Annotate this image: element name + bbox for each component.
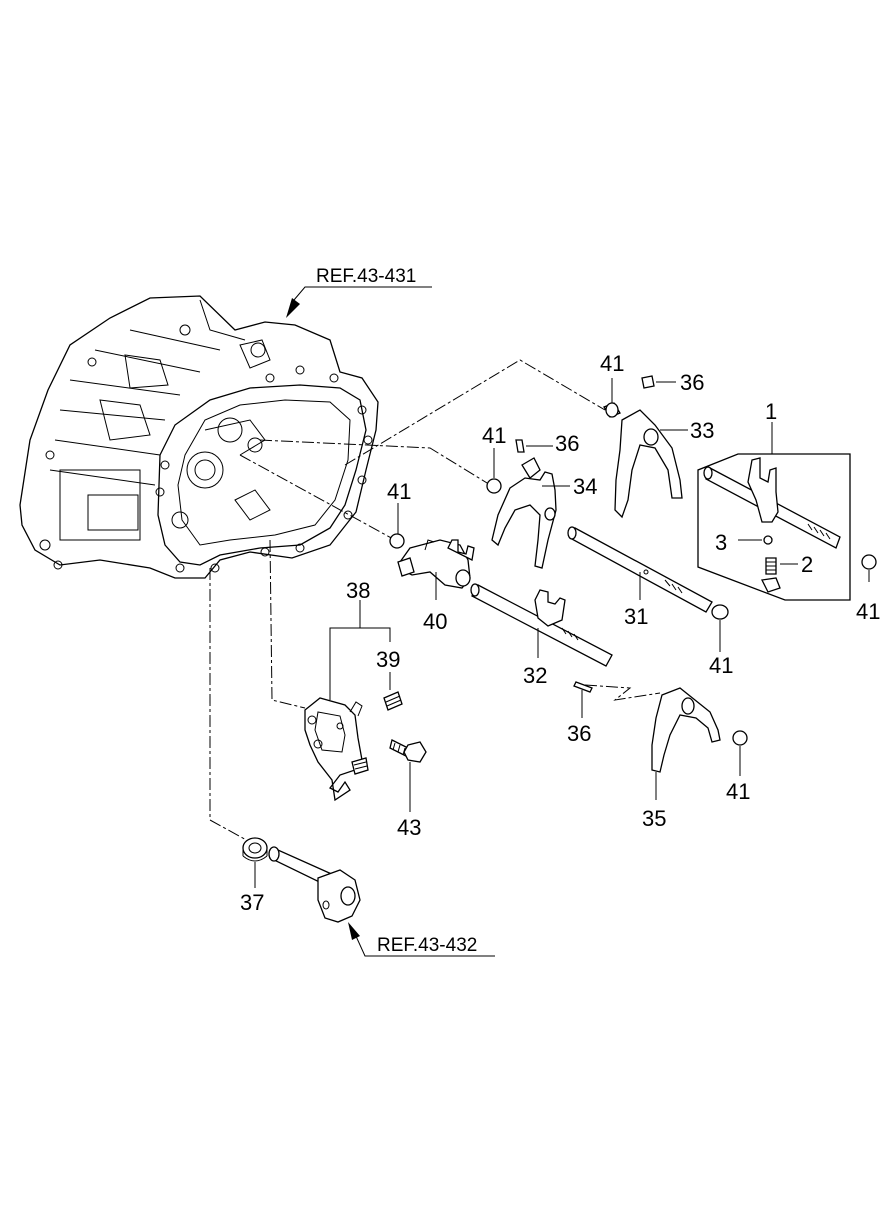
shift-fork-35 <box>651 687 721 773</box>
bolt-43 <box>389 739 427 763</box>
shift-rail-31 <box>567 526 713 613</box>
part-label-41-f: 41 <box>726 779 750 804</box>
part-label-43: 43 <box>397 815 421 840</box>
part-label-41-d: 41 <box>856 599 880 624</box>
shift-rail-32 <box>470 583 613 667</box>
part-label-32: 32 <box>523 663 547 688</box>
shift-fork-34 <box>491 439 557 569</box>
part-label-31: 31 <box>624 604 648 629</box>
interlock-plate-38 <box>304 697 369 802</box>
part-label-36-b: 36 <box>555 431 579 456</box>
part-label-38: 38 <box>346 578 370 603</box>
part-label-40: 40 <box>423 609 447 634</box>
part-label-41-c: 41 <box>387 479 411 504</box>
part-label-39: 39 <box>376 647 400 672</box>
part-label-41-a: 41 <box>600 351 624 376</box>
labels: REF.43-431 REF.43-432 41 36 33 1 41 36 3… <box>240 266 880 956</box>
leader-lines <box>254 286 870 957</box>
ref-label-lower: REF.43-432 <box>377 935 477 956</box>
part-label-3: 3 <box>715 530 727 555</box>
shift-fork-33 <box>614 375 683 519</box>
oil-seal-37 <box>242 837 268 862</box>
shift-rail-assembly-1 <box>697 453 851 601</box>
part-label-36-a: 36 <box>680 370 704 395</box>
part-label-33: 33 <box>690 418 714 443</box>
bushings-41 <box>389 402 877 746</box>
ref-label-upper: REF.43-431 <box>316 266 416 287</box>
part-label-41-e: 41 <box>709 653 733 678</box>
transmission-housing <box>19 295 379 579</box>
part-label-36-c: 36 <box>567 721 591 746</box>
guide-lines <box>209 359 661 843</box>
control-shaft <box>268 846 361 923</box>
part-label-2: 2 <box>801 552 813 577</box>
part-label-41-b: 41 <box>482 423 506 448</box>
bolt-39 <box>383 691 403 711</box>
shift-lug-40 <box>397 539 475 589</box>
part-label-1: 1 <box>765 399 777 424</box>
pins-36 <box>573 681 593 693</box>
part-label-34: 34 <box>573 474 597 499</box>
part-label-35: 35 <box>642 806 666 831</box>
part-label-37: 37 <box>240 890 264 915</box>
